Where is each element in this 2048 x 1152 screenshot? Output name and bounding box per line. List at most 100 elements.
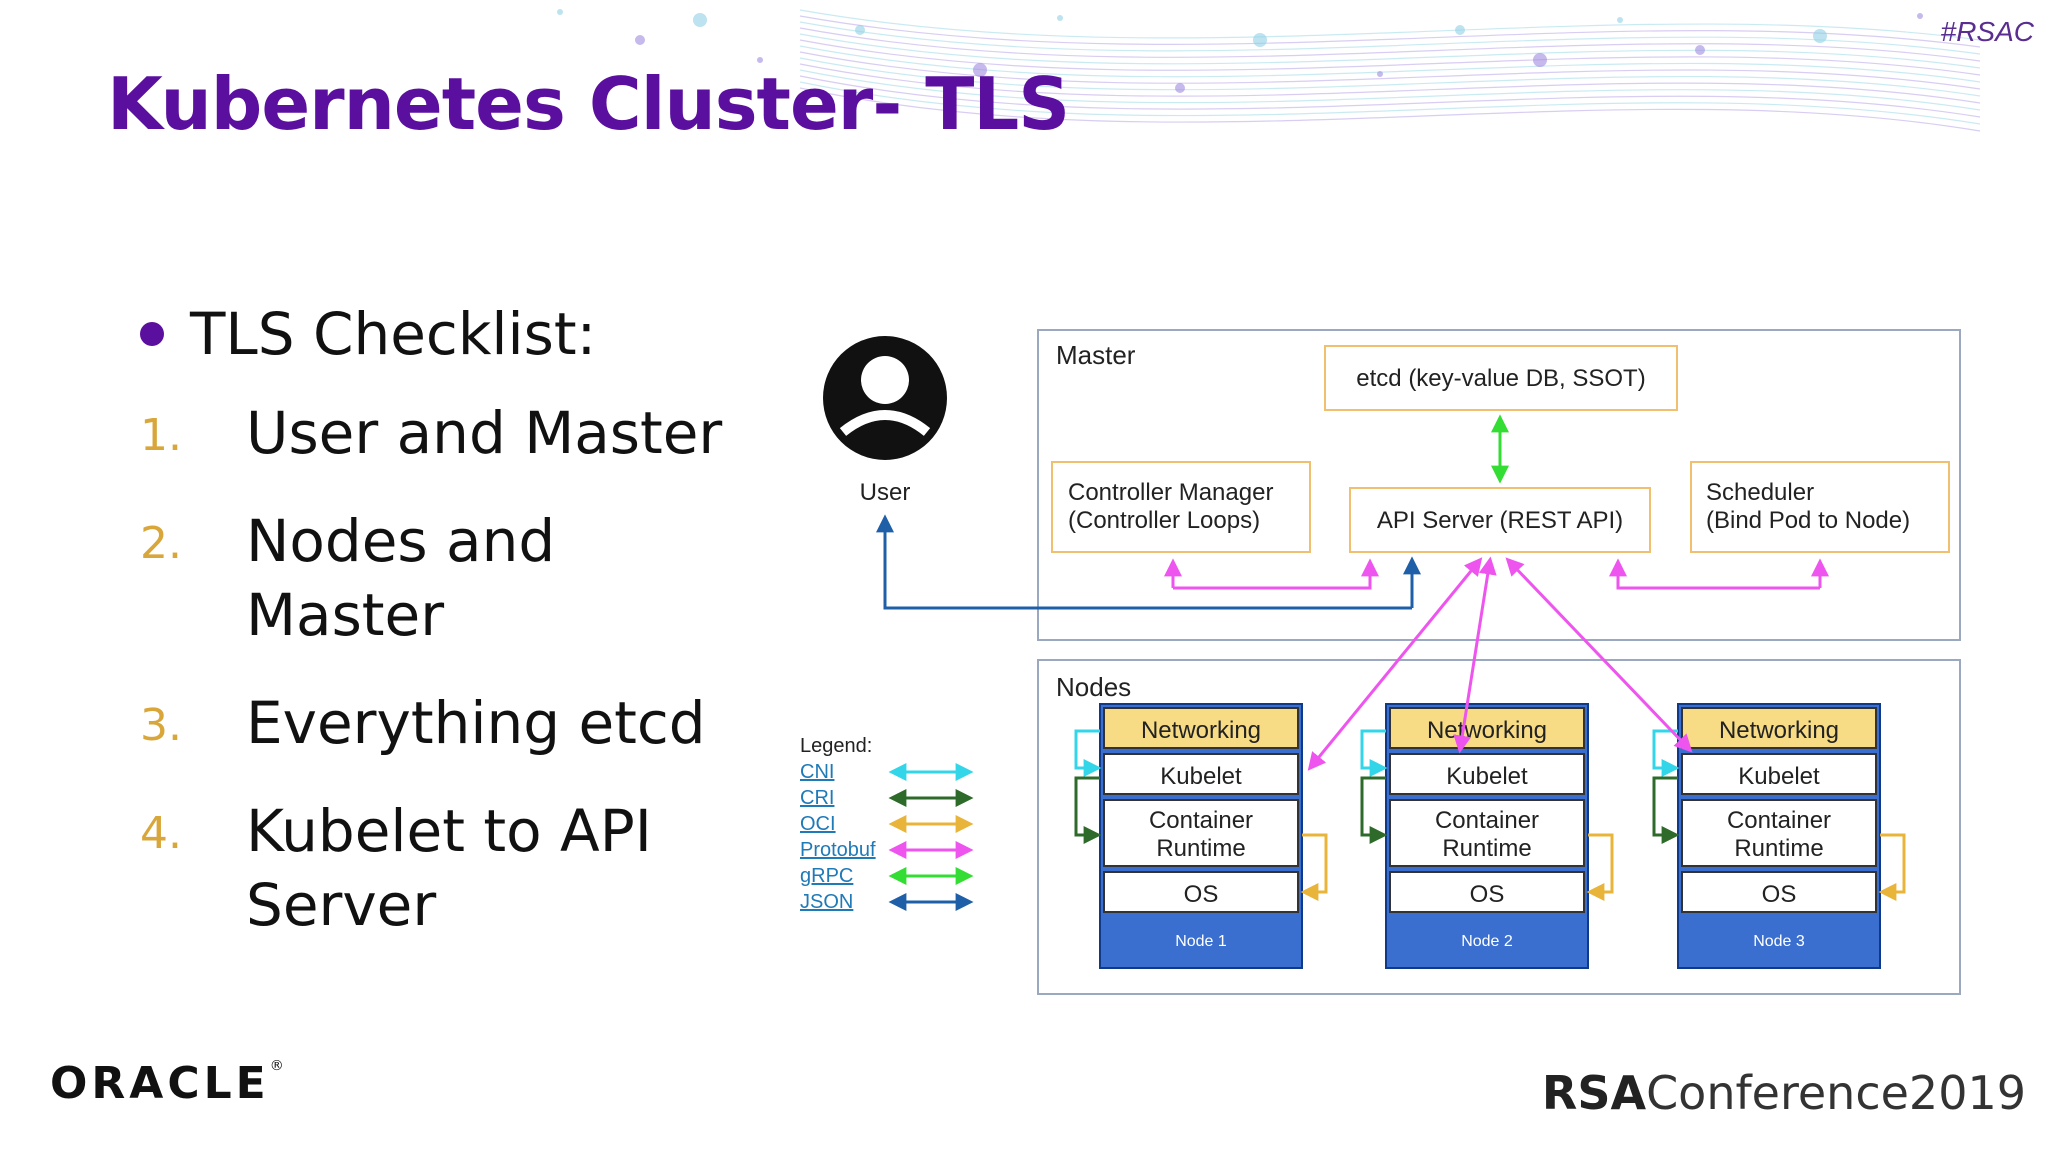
wave-dot	[1057, 15, 1063, 21]
wave-dot	[1617, 17, 1623, 23]
node-kubelet-box	[1681, 753, 1877, 795]
decorative-wave-background	[557, 9, 1981, 132]
oci-loop-arrow	[1300, 833, 1328, 901]
wave-dot	[693, 13, 707, 27]
legend-item-oci: OCI	[800, 813, 836, 835]
wave-dot	[1695, 45, 1705, 55]
runtime-line2: Runtime	[1156, 835, 1245, 862]
scheduler-line2: (Bind Pod to Node)	[1706, 507, 1910, 534]
rsa-logo-bold: RSA	[1541, 1066, 1647, 1120]
wave-dot	[1175, 83, 1185, 93]
networking-label: Networking	[1719, 717, 1839, 744]
rsa-conference-logo: RSAConference2019	[1542, 1066, 2026, 1120]
cri-loop-arrow	[1652, 776, 1680, 844]
hashtag-label: #RSAC	[1940, 16, 2034, 47]
wave-dot	[1917, 13, 1923, 19]
legend-item-grpc: gRPC	[800, 865, 853, 887]
tls-checklist: TLS Checklist: 1. User and Master 2. Nod…	[140, 300, 780, 976]
api-server-box	[1349, 487, 1651, 553]
node-runtime-box	[1103, 799, 1299, 867]
wave-dot	[855, 25, 865, 35]
etcd-box	[1324, 345, 1678, 411]
item-number: 2.	[140, 518, 182, 569]
oracle-logo: ORACLE®	[50, 1058, 288, 1109]
item-number: 1.	[140, 410, 182, 461]
node-name-label: Node 1	[1175, 933, 1227, 950]
networking-label: Networking	[1141, 717, 1261, 744]
wave-dot	[1813, 29, 1827, 43]
item-text: Everything etcd	[246, 689, 706, 757]
master-panel-label: Master	[1056, 340, 1136, 370]
node-name-label: Node 2	[1461, 933, 1513, 950]
kubelet-label: Kubelet	[1738, 763, 1820, 790]
wave-line	[799, 87, 1981, 132]
node-networking-box	[1681, 707, 1877, 749]
legend-item-cni: CNI	[800, 761, 834, 783]
os-label: OS	[1470, 881, 1505, 908]
bullet-dot-icon	[140, 322, 164, 346]
os-label: OS	[1184, 881, 1219, 908]
wave-dot	[1455, 25, 1465, 35]
etcd-label: etcd (key-value DB, SSOT)	[1356, 365, 1645, 392]
nodes-panel-label: Nodes	[1056, 672, 1131, 702]
wave-dot	[557, 9, 563, 15]
scheduler-box	[1690, 461, 1950, 553]
user-avatar-head	[861, 356, 909, 404]
item-number: 3.	[140, 700, 182, 751]
checklist-item: 2. Nodes and Master	[140, 504, 780, 652]
controller-line2: (Controller Loops)	[1068, 507, 1260, 534]
wave-dot	[1377, 71, 1383, 77]
kubelet3-api-arrow	[1505, 557, 1693, 753]
networking-label: Networking	[1427, 717, 1547, 744]
api-to-user-arrow	[876, 514, 1412, 610]
rsa-logo-rest: Conference2019	[1646, 1066, 2026, 1120]
user-avatar-shoulders	[839, 410, 931, 436]
controller-manager-box	[1051, 461, 1311, 553]
slide-title: Kubernetes Cluster- TLS	[107, 62, 1070, 146]
wave-line	[799, 63, 1981, 104]
wave-dot	[635, 35, 645, 45]
oci-loop-arrow	[1878, 833, 1906, 901]
oci-loop-arrow	[1586, 833, 1614, 901]
runtime-line2: Runtime	[1734, 835, 1823, 862]
wave-dot	[757, 57, 763, 63]
registered-mark: ®	[269, 1058, 288, 1074]
legend-item-json: JSON	[800, 891, 853, 913]
runtime-line1: Container	[1435, 807, 1539, 834]
node-os-box	[1103, 871, 1299, 913]
wave-line	[799, 9, 1981, 41]
wave-line	[799, 57, 1981, 97]
oracle-logo-text: ORACLE	[50, 1058, 270, 1109]
kubelet-label: Kubelet	[1446, 763, 1528, 790]
node-os-box	[1681, 871, 1877, 913]
runtime-line2: Runtime	[1442, 835, 1531, 862]
wave-line	[799, 81, 1981, 125]
node-os-box	[1389, 871, 1585, 913]
checklist-item: 4. Kubelet to API Server	[140, 794, 780, 942]
item-text: Kubelet to API Server	[246, 797, 652, 939]
checklist-item: 3. Everything etcd	[140, 686, 780, 760]
node-networking-box	[1103, 707, 1299, 749]
scheduler-line1: Scheduler	[1706, 479, 1814, 506]
cri-loop-arrow	[1074, 776, 1102, 844]
wave-line	[799, 21, 1981, 55]
wave-dot	[973, 63, 987, 77]
item-text: Nodes and Master	[246, 507, 556, 649]
checklist-heading-row: TLS Checklist:	[140, 300, 780, 368]
cri-loop-arrow	[1360, 776, 1388, 844]
node-kubelet-box	[1103, 753, 1299, 795]
wave-line	[799, 27, 1981, 62]
node-name-label: Node 3	[1753, 933, 1805, 950]
runtime-line1: Container	[1149, 807, 1253, 834]
wave-line	[799, 75, 1981, 118]
wave-line	[799, 33, 1981, 69]
checklist-heading: TLS Checklist:	[190, 300, 597, 368]
runtime-line1: Container	[1727, 807, 1831, 834]
wave-dot	[1253, 33, 1267, 47]
kubelet2-api-arrow	[1453, 556, 1497, 754]
wave-dot	[1533, 53, 1547, 67]
os-label: OS	[1762, 881, 1797, 908]
legend-item-protobuf: Protobuf	[800, 839, 876, 861]
